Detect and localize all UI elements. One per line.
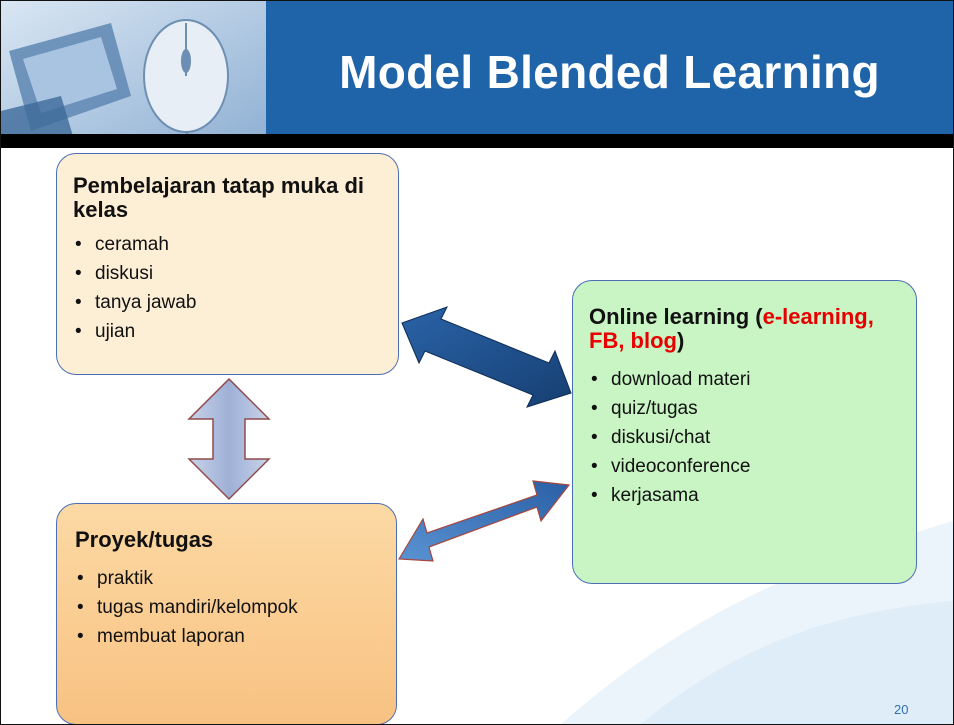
face-to-face-box: Pembelajaran tatap muka di kelas ceramah…: [56, 153, 399, 375]
title-bar: Model Blended Learning: [266, 1, 953, 135]
project-title: Proyek/tugas: [75, 527, 214, 552]
project-box: Proyek/tugas praktik tugas mandiri/kelom…: [56, 503, 397, 724]
list-item: diskusi: [73, 259, 398, 288]
online-learning-list: download materi quiz/tugas diskusi/chat …: [589, 365, 916, 510]
list-item: quiz/tugas: [589, 394, 916, 423]
header-divider: [1, 134, 953, 148]
online-learning-box: Online learning (e-learning, FB, blog) d…: [572, 280, 917, 584]
online-learning-title: Online learning (e-learning, FB, blog): [589, 305, 889, 353]
online-title-end: ): [676, 328, 685, 353]
list-item: ujian: [73, 317, 398, 346]
face-to-face-title: Pembelajaran tatap muka di kelas: [73, 173, 364, 222]
list-item: tanya jawab: [73, 288, 398, 317]
list-item: ceramah: [73, 230, 398, 259]
upper-diagonal-arrow: [401, 306, 572, 408]
face-to-face-list: ceramah diskusi tanya jawab ujian: [73, 230, 398, 346]
list-item: kerjasama: [589, 481, 916, 510]
list-item: membuat laporan: [75, 622, 396, 651]
page-number: 20: [894, 702, 909, 717]
header-image: [1, 1, 266, 146]
computer-mouse-icon: [143, 19, 229, 146]
list-item: videoconference: [589, 452, 916, 481]
lower-diagonal-arrow: [397, 480, 571, 562]
laptop-keyboard-icon: [1, 23, 131, 146]
list-item: praktik: [75, 564, 396, 593]
list-item: download materi: [589, 365, 916, 394]
project-list: praktik tugas mandiri/kelompok membuat l…: [75, 564, 396, 651]
list-item: tugas mandiri/kelompok: [75, 593, 396, 622]
slide-title: Model Blended Learning: [339, 46, 880, 98]
online-title-highlight: e-learning, FB, blog: [589, 304, 874, 353]
vertical-arrow: [187, 377, 271, 501]
online-title-start: Online learning (: [589, 304, 763, 329]
list-item: diskusi/chat: [589, 423, 916, 452]
